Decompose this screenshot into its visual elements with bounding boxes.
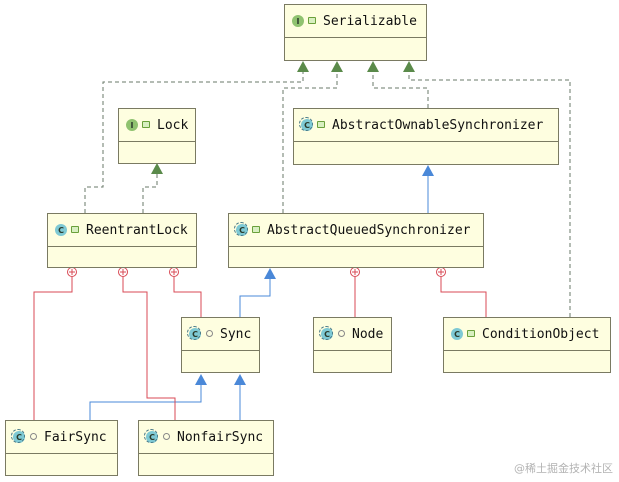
class-icon: C <box>144 429 158 443</box>
plus-circle-icon <box>67 267 77 277</box>
edge-reentrantlock-serializable <box>84 64 304 213</box>
package-private-icon <box>29 432 37 442</box>
plus-circle-icon <box>118 267 128 277</box>
node-label: Serializable <box>323 13 417 29</box>
extends-arrowheads <box>195 165 434 385</box>
arrowhead-serializable-3 <box>367 61 379 72</box>
edge-aos-serializable <box>372 64 429 108</box>
node-header: C AbstractQueuedSynchronizer <box>229 214 483 247</box>
node-sync[interactable]: C Sync <box>181 317 260 373</box>
plus-circle-icon <box>350 267 360 277</box>
inner-edges <box>33 277 487 420</box>
class-icon: C <box>55 224 67 236</box>
node-lock[interactable]: I Lock <box>118 108 196 164</box>
package-private-icon <box>337 329 345 339</box>
edge-fairsync-reentrantlock <box>33 277 73 420</box>
edge-conditionobject-aqs <box>440 277 487 317</box>
node-label: Node <box>352 326 384 342</box>
abstract-class-icon: C <box>234 222 248 236</box>
node-header: C FairSync <box>6 421 117 454</box>
public-lock-icon <box>71 225 79 235</box>
node-label: AbstractOwnableSynchronizer <box>332 117 544 133</box>
abstract-class-icon: C <box>187 326 201 340</box>
node-label: ReentrantLock <box>86 222 188 238</box>
plus-circle-icon <box>436 267 446 277</box>
node-label: NonfairSync <box>177 429 264 445</box>
edge-aqs-serializable <box>282 64 338 213</box>
edge-sync-aqs <box>239 276 271 317</box>
public-lock-icon <box>142 120 150 130</box>
public-lock-icon <box>252 225 260 235</box>
package-private-icon <box>205 329 213 339</box>
node-reentrantlock[interactable]: C ReentrantLock <box>47 213 197 268</box>
node-header: C ReentrantLock <box>48 214 196 247</box>
interface-icon: I <box>292 15 304 27</box>
public-lock-icon <box>467 329 475 339</box>
node-header: C NonfairSync <box>139 421 273 454</box>
node-conditionobject[interactable]: C ConditionObject <box>443 317 611 373</box>
arrowhead-aqs <box>264 268 276 279</box>
node-header: C AbstractOwnableSynchronizer <box>294 109 558 142</box>
node-abstractqueuedsynchronizer[interactable]: C AbstractQueuedSynchronizer <box>228 213 484 268</box>
arrowhead-lock <box>151 163 163 174</box>
arrowhead-sync-2 <box>234 374 246 385</box>
implements-arrowheads <box>151 61 415 174</box>
node-header: C Sync <box>182 318 259 351</box>
node-serializable[interactable]: I Serializable <box>284 4 427 61</box>
edge-nonfairsync-reentrantlock <box>122 277 176 420</box>
node-label: Sync <box>220 326 252 342</box>
public-lock-icon <box>317 120 325 130</box>
plus-circle-icon <box>169 267 179 277</box>
class-icon: C <box>319 326 333 340</box>
node-header: C ConditionObject <box>444 318 610 351</box>
node-node[interactable]: C Node <box>313 317 392 373</box>
node-label: ConditionObject <box>482 326 600 342</box>
node-header: I Lock <box>119 109 195 142</box>
edge-sync-reentrantlock <box>173 277 202 317</box>
node-fairsync[interactable]: C FairSync <box>5 420 118 476</box>
interface-icon: I <box>126 119 138 131</box>
node-label: Lock <box>157 117 189 133</box>
package-private-icon <box>162 432 170 442</box>
class-icon: C <box>451 328 463 340</box>
node-header: C Node <box>314 318 391 351</box>
inner-markers <box>67 267 446 277</box>
watermark: @稀土掘金技术社区 <box>514 462 613 475</box>
abstract-class-icon: C <box>299 117 313 131</box>
extends-edges <box>89 172 429 420</box>
arrowhead-serializable-2 <box>331 61 343 72</box>
implements-edges <box>84 64 571 317</box>
arrowhead-serializable-1 <box>297 61 309 72</box>
node-header: I Serializable <box>285 5 426 38</box>
arrowhead-aos <box>422 165 434 176</box>
edge-fairsync-sync <box>89 382 202 420</box>
edge-reentrantlock-lock <box>142 166 158 213</box>
public-lock-icon <box>308 16 316 26</box>
edge-conditionobject-serializable <box>408 64 571 317</box>
node-label: FairSync <box>44 429 107 445</box>
arrowhead-sync-1 <box>195 374 207 385</box>
class-icon: C <box>11 429 25 443</box>
node-label: AbstractQueuedSynchronizer <box>267 222 471 238</box>
node-abstractownablesynchronizer[interactable]: C AbstractOwnableSynchronizer <box>293 108 559 165</box>
arrowhead-serializable-4 <box>403 61 415 72</box>
node-nonfairsync[interactable]: C NonfairSync <box>138 420 274 476</box>
